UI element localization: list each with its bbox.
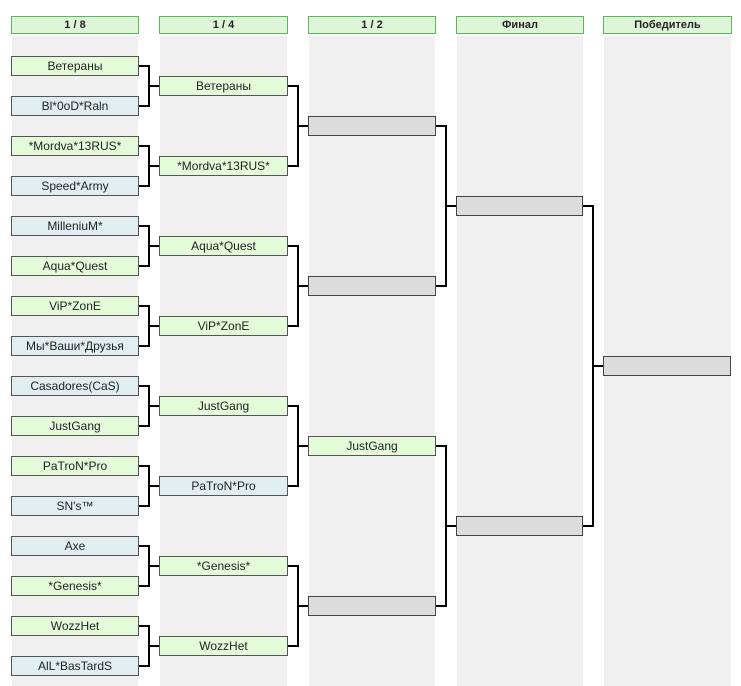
qf-team-3: Aqua*Quest (159, 236, 288, 256)
final-slot-1 (456, 196, 583, 216)
r16-team-5: MilleniuM* (11, 216, 139, 236)
r16-team-3: *Mordva*13RUS* (11, 136, 139, 156)
r16-team-15: WozzHet (11, 616, 139, 636)
r16-team-6: Aqua*Quest (11, 256, 139, 276)
r16-team-7: ViP*ZonE (11, 296, 139, 316)
header-round-of-16: 1 / 8 (11, 16, 139, 34)
r16-team-4: Speed*Army (11, 176, 139, 196)
qf-team-5: JustGang (159, 396, 288, 416)
r16-team-11: PaTroN*Pro (11, 456, 139, 476)
sf-slot-3: JustGang (308, 436, 436, 456)
sf-slot-1 (308, 116, 436, 136)
qf-team-7: *Genesis* (159, 556, 288, 576)
final-slot-2 (456, 516, 583, 536)
r16-team-12: SN's™ (11, 496, 139, 516)
qf-team-2: *Mordva*13RUS* (159, 156, 288, 176)
header-semifinal: 1 / 2 (308, 16, 436, 34)
winner-slot (603, 356, 731, 376)
r16-team-1: Ветераны (11, 56, 139, 76)
sf-slot-2 (308, 276, 436, 296)
r16-team-9: Casadores(CaS) (11, 376, 139, 396)
r16-team-8: Мы*Ваши*Друзья (11, 336, 139, 356)
qf-team-1: Ветераны (159, 76, 288, 96)
column-semifinal (309, 36, 435, 686)
qf-team-4: ViP*ZonE (159, 316, 288, 336)
r16-team-10: JustGang (11, 416, 139, 436)
header-quarterfinal: 1 / 4 (159, 16, 288, 34)
header-final: Финал (456, 16, 584, 34)
column-quarterfinal (160, 36, 287, 686)
column-final (457, 36, 583, 686)
r16-team-16: AlL*BasTardS (11, 656, 139, 676)
r16-team-2: Bl*0oD*Raln (11, 96, 139, 116)
r16-team-14: *Genesis* (11, 576, 139, 596)
header-winner: Победитель (603, 16, 732, 34)
qf-team-8: WozzHet (159, 636, 288, 656)
r16-team-13: Axe (11, 536, 139, 556)
sf-slot-4 (308, 596, 436, 616)
qf-team-6: PaTroN*Pro (159, 476, 288, 496)
